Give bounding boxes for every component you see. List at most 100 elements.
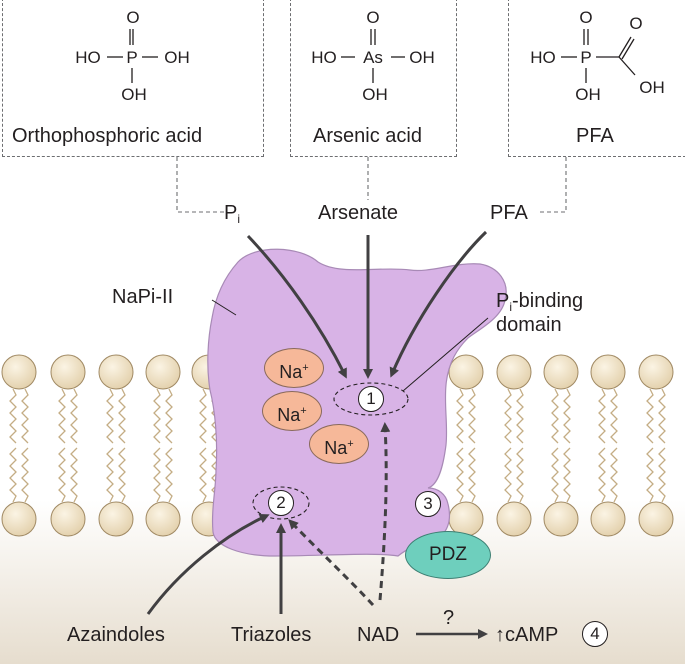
- pi-binding-domain-label: Pi-binding domain: [496, 290, 583, 337]
- arsenic-acid-label: Arsenic acid: [313, 125, 422, 147]
- pfa-arrow: [389, 230, 488, 378]
- lipid-head: [1, 501, 37, 537]
- lipid-head: [590, 354, 626, 390]
- lipid-tail: [658, 447, 666, 503]
- lipid-head: [1, 354, 37, 390]
- lipid-tail: [658, 388, 666, 444]
- pi-label: Pi: [224, 203, 240, 225]
- sodium-ion-2: Na+: [262, 391, 322, 431]
- chem-left-ho: HO: [75, 48, 101, 67]
- pi-subscript: i: [237, 212, 241, 226]
- site-3-marker: 3: [415, 491, 441, 517]
- pfa-box: O HO P O OH OH PFA: [508, 0, 685, 157]
- sodium-ion-3: Na+: [309, 424, 369, 464]
- triazoles-label: Triazoles: [231, 624, 312, 646]
- sodium-ion-1: Na+: [264, 348, 324, 388]
- arsenic-acid-box: O HO As OH OH Arsenic acid: [290, 0, 457, 157]
- lipid-tail: [106, 388, 114, 444]
- arsenic-structure: O HO As OH OH: [311, 8, 435, 104]
- lipid-heads: [1, 354, 674, 537]
- lipid-tail: [153, 388, 161, 444]
- lipid-head: [543, 501, 579, 537]
- chem-left-ho: HO: [530, 48, 556, 67]
- chem-carboxyl-oh: OH: [639, 78, 665, 97]
- lipid-tail: [504, 388, 512, 444]
- lipid-tail: [551, 447, 559, 503]
- lipid-tail: [9, 388, 17, 444]
- lipid-tail: [58, 447, 66, 503]
- lipid-tail: [646, 388, 654, 444]
- lipid-tail: [456, 388, 464, 444]
- chem-top-o: O: [366, 8, 379, 27]
- lipid-tail: [153, 447, 161, 503]
- lipid-tail: [106, 447, 114, 503]
- pi-binding-rest: -binding: [512, 290, 584, 312]
- lipid-tail: [456, 447, 464, 503]
- site-2-pocket: [252, 486, 310, 520]
- chem-top-o: O: [126, 8, 139, 27]
- pfa-acid-label: PFA: [576, 125, 614, 147]
- pdz-domain: PDZ: [405, 531, 491, 579]
- unknown-mechanism-label: ?: [443, 607, 455, 629]
- lipid-head: [145, 354, 181, 390]
- nad-label: NAD: [357, 624, 400, 646]
- lipid-tail: [21, 447, 29, 503]
- chem-center: P: [126, 48, 137, 67]
- lipid-tail: [598, 447, 606, 503]
- lipid-head: [638, 501, 674, 537]
- lipid-tail: [468, 388, 476, 444]
- pfa-connector: [538, 157, 567, 213]
- chem-center: P: [580, 48, 591, 67]
- lipid-tail: [70, 447, 78, 503]
- lipid-tail: [165, 388, 173, 444]
- lipid-tail: [563, 388, 571, 444]
- chem-right-oh: OH: [409, 48, 435, 67]
- lipid-tails: [9, 388, 666, 503]
- azaindoles-label: Azaindoles: [67, 624, 165, 646]
- chem-center: As: [363, 48, 383, 67]
- pi-main: P: [224, 202, 238, 224]
- lipid-tail: [516, 388, 524, 444]
- lipid-head: [50, 354, 86, 390]
- napi-leader: [211, 299, 237, 316]
- napi-ii-label: NaPi-II: [112, 286, 174, 308]
- napi-ii-protein: [207, 248, 507, 557]
- pi-binding-subscript: i: [509, 300, 513, 314]
- lipid-tail: [9, 447, 17, 503]
- chem-left-ho: HO: [311, 48, 337, 67]
- lipid-tail: [610, 447, 618, 503]
- pi-binding-main: P: [496, 290, 510, 312]
- pfa-substrate-label: PFA: [490, 202, 528, 224]
- lipid-tail: [551, 388, 559, 444]
- lipid-head: [145, 501, 181, 537]
- camp-label: ↑cAMP: [495, 624, 559, 646]
- lipid-head: [98, 501, 134, 537]
- chem-top-o: O: [579, 8, 592, 27]
- pi-binding-line2: domain: [496, 314, 562, 337]
- lipid-tail: [70, 388, 78, 444]
- lipid-tail: [563, 447, 571, 503]
- lipid-head: [590, 501, 626, 537]
- arsenate-label: Arsenate: [318, 202, 399, 224]
- lipid-tail: [598, 388, 606, 444]
- orthophosphoric-structure: O HO P OH OH: [75, 8, 190, 104]
- lipid-tail: [21, 388, 29, 444]
- pfa-structure: O HO P O OH OH: [530, 8, 665, 104]
- lipid-tail: [468, 447, 476, 503]
- lipid-head: [638, 354, 674, 390]
- chem-bottom-oh: OH: [362, 85, 388, 104]
- lipid-tail: [646, 447, 654, 503]
- orthophosphoric-acid-label: Orthophosphoric acid: [12, 125, 203, 147]
- pi-arrow: [246, 234, 347, 379]
- lipid-head: [496, 501, 532, 537]
- lipid-head: [98, 354, 134, 390]
- pi-domain-leader: [402, 317, 489, 392]
- nad-to-site1-arrow: [378, 422, 391, 601]
- chem-bottom-oh: OH: [575, 85, 601, 104]
- lipid-tail: [516, 447, 524, 503]
- orthophosphoric-acid-box: O HO P OH OH Orthophosphoric acid: [2, 0, 264, 157]
- lipid-tail: [58, 388, 66, 444]
- lipid-head: [50, 501, 86, 537]
